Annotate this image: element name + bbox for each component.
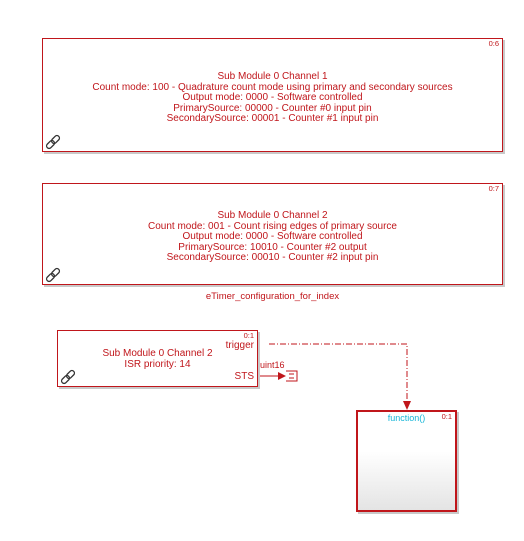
sts-port[interactable]: STS [234, 371, 254, 382]
trigger-signal-line[interactable] [269, 343, 408, 402]
block-tag: 0:1 [441, 412, 452, 421]
block-description: Sub Module 0 Channel 1 Count mode: 100 -… [43, 71, 502, 125]
isr-block[interactable]: 0:1 Sub Module 0 Channel 2 ISR priority:… [57, 330, 258, 387]
block-line-primary-source: PrimarySource: 00000 - Counter #0 input … [173, 102, 372, 114]
block-line-count-mode: Count mode: 100 - Quadrature count mode … [92, 81, 453, 93]
link-icon [60, 369, 76, 385]
isr-priority: ISR priority: 14 [124, 358, 191, 370]
block-line-secondary-source: SecondarySource: 00001 - Counter #1 inpu… [166, 113, 379, 124]
block-tag: 0:1 [243, 331, 254, 340]
block-line-secondary-source: SecondarySource: 00010 - Counter #2 inpu… [166, 252, 379, 263]
function-port[interactable]: function() [387, 413, 426, 423]
block-line-output-mode: Output mode: 0000 - Software controlled [182, 92, 363, 103]
block-caption: eTimer_configuration_for_index [205, 291, 340, 302]
function-call-subsystem[interactable]: 0:1 function() [356, 410, 457, 512]
link-icon [45, 267, 61, 283]
block-line-count-mode: Count mode: 001 - Count rising edges of … [147, 220, 397, 232]
block-line-title: Sub Module 0 Channel 1 [217, 71, 328, 82]
terminator-icon[interactable] [286, 370, 298, 382]
trigger-port[interactable]: trigger [225, 340, 254, 351]
link-icon [45, 134, 61, 150]
isr-block-title: Sub Module 0 Channel 2 [102, 348, 213, 359]
etimer-config-block-channel-1[interactable]: 0:6 Sub Module 0 Channel 1 Count mode: 1… [42, 38, 503, 152]
block-line-primary-source: PrimarySource: 10010 - Counter #2 output [178, 241, 367, 253]
block-tag: 0:6 [488, 39, 499, 48]
sts-signal-type-label: uint16 [260, 360, 285, 370]
block-description: Sub Module 0 Channel 2 Count mode: 001 -… [43, 210, 502, 264]
trigger-arrow-icon [403, 401, 411, 410]
block-tag: 0:7 [488, 184, 499, 193]
etimer-config-block-channel-2[interactable]: 0:7 Sub Module 0 Channel 2 Count mode: 0… [42, 183, 503, 285]
block-description: Sub Module 0 Channel 2 ISR priority: 14 [58, 348, 257, 370]
sts-arrow-icon [278, 372, 286, 380]
block-line-output-mode: Output mode: 0000 - Software controlled [182, 231, 363, 242]
block-line-title: Sub Module 0 Channel 2 [217, 210, 328, 221]
